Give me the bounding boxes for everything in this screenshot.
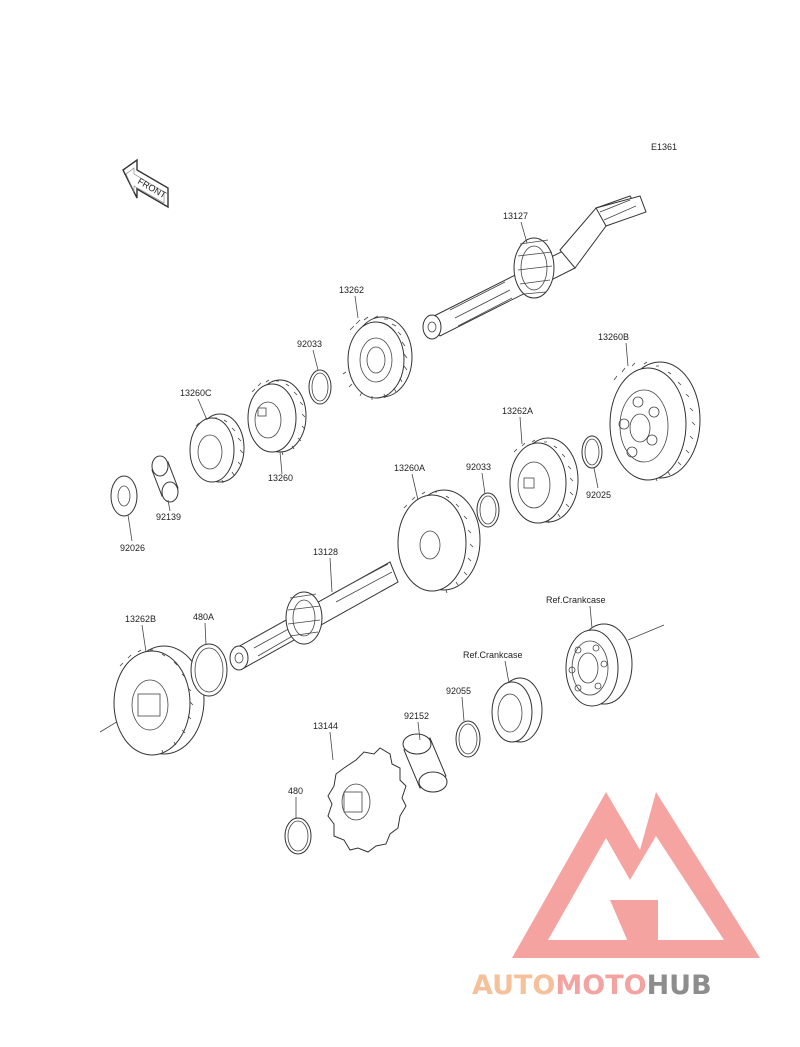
circlip-92033-upper (308, 369, 332, 405)
watermark-moto: MOTO (555, 970, 646, 1001)
watermark-text: AUTOMOTOHUB (472, 970, 712, 1001)
label-13262A: 13262A (502, 406, 533, 416)
label-ref-crankcase-seal: Ref.Crankcase (463, 650, 523, 660)
gear-13262A (509, 437, 579, 524)
label-92026: 92026 (120, 543, 145, 553)
sprocket-13144 (327, 747, 407, 853)
main-shaft-13127 (422, 195, 647, 340)
watermark-auto: AUTO (472, 970, 555, 1001)
label-13260B: 13260B (598, 332, 629, 342)
label-92025: 92025 (586, 490, 611, 500)
watermark-logo (512, 792, 760, 958)
circlip-92025 (581, 435, 603, 469)
circlip-92033-lower (476, 492, 500, 528)
gear-13260C (189, 413, 245, 484)
label-92033-upper: 92033 (297, 339, 322, 349)
label-92152: 92152 (404, 711, 429, 721)
gear-13262 (342, 315, 413, 400)
gear-13262B (99, 645, 205, 756)
circlip-480 (284, 817, 312, 855)
bush-92139 (151, 455, 179, 503)
label-13262: 13262 (339, 285, 364, 295)
svg-text:AUTOMOTOHUB: AUTOMOTOHUB (472, 970, 712, 1001)
label-13262B: 13262B (125, 614, 156, 624)
bearing (565, 623, 665, 707)
washer-92026 (110, 475, 138, 517)
label-13260A: 13260A (394, 463, 425, 473)
label-480A: 480A (193, 612, 214, 622)
watermark-hub: HUB (647, 970, 712, 1001)
gear-13260B (609, 361, 701, 482)
label-13260C: 13260C (180, 388, 212, 398)
diagram-code: E1361 (651, 142, 677, 152)
countershaft-13128 (229, 561, 399, 671)
label-13128: 13128 (313, 547, 338, 557)
o-ring-92055 (455, 720, 481, 758)
circlip-480A (190, 643, 228, 697)
label-ref-crankcase-bearing: Ref.Crankcase (546, 595, 606, 605)
gear-13260 (247, 379, 307, 456)
gear-13260A (397, 489, 481, 594)
label-92055: 92055 (446, 686, 471, 696)
label-92033-lower: 92033 (466, 462, 491, 472)
label-13260: 13260 (268, 473, 293, 483)
oil-seal (491, 677, 543, 743)
front-arrow-icon (122, 158, 169, 209)
label-92139: 92139 (156, 512, 181, 522)
label-13144: 13144 (313, 721, 338, 731)
collar-92152 (402, 733, 448, 793)
label-480: 480 (288, 786, 303, 796)
label-13127: 13127 (503, 211, 528, 221)
